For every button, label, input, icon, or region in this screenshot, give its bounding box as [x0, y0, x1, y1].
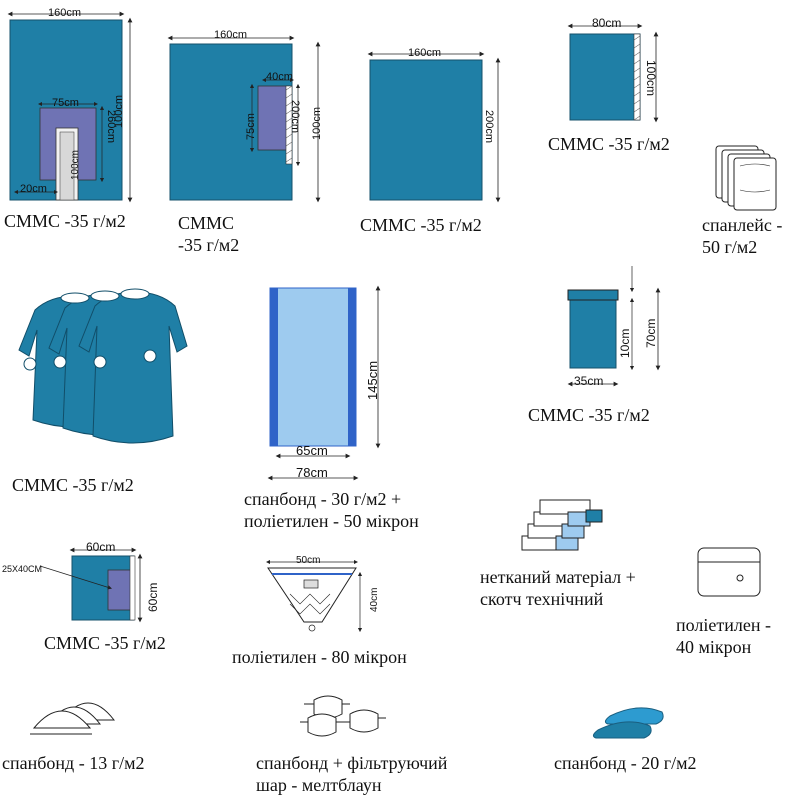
drape-1-patch-width-label: 75cm [52, 97, 79, 109]
drape-4-height-label: 100cm [644, 60, 658, 97]
bag-outer-width-label: 78cm [296, 465, 328, 480]
drape-3-caption: СММС -35 г/м2 [360, 215, 482, 235]
shoe-covers-illustration [592, 707, 664, 739]
drape-2-height-label: 200cm [289, 100, 301, 134]
pouch-height-label: 40cm [369, 587, 380, 612]
small-drape-height-label: 60cm [146, 582, 160, 612]
bag-height-label: 145cm [365, 360, 380, 400]
bag-caption-line-2: поліетилен - 50 мікрон [244, 511, 419, 531]
caps-illustration [30, 702, 116, 735]
drape-4-width-label: 80cm [592, 16, 622, 30]
cover-40-caption-line-1: поліетилен - [676, 615, 771, 635]
gowns-caption: СММС -35 г/м2 [12, 475, 134, 495]
drape-3-height-label: 200cm [483, 110, 495, 144]
drape-2-caption-line-1: СММС [178, 213, 235, 233]
cover-40-caption-line-2: 40 мікрон [676, 637, 752, 657]
drape-1-caption: СММС -35 г/м2 [4, 211, 126, 231]
bag-illustration [267, 285, 381, 481]
bag-inner-width-label: 65cm [296, 443, 328, 458]
caps-caption: спанбонд - 13 г/м2 [2, 753, 145, 773]
drape-2-slot-width-label: 40cm [266, 71, 293, 83]
towels-caption-line-1: спанлейс - [702, 215, 783, 235]
small-drape-window-label: 25X40CM [2, 564, 43, 574]
drape-4-caption: СММС -35 г/м2 [548, 134, 670, 154]
drape-2-width-label: 160cm [214, 29, 248, 41]
cover-cuff-label: 10cm [618, 328, 632, 358]
drape-3-width-label: 160cm [408, 47, 442, 59]
masks-caption-line-2: шар - мелтблаун [256, 775, 382, 795]
tape-caption-line-1: нетканий матеріал + [480, 567, 636, 587]
small-drape-width-label: 60cm [86, 540, 116, 554]
small-drape-caption: СММС -35 г/м2 [44, 633, 166, 653]
drape-3-illustration [367, 51, 501, 203]
cover-caption: СММС -35 г/м2 [528, 405, 650, 425]
cover-height-label: 70cm [644, 318, 658, 348]
masks-illustration [300, 695, 386, 737]
tape-caption-line-2: скотч технічний [480, 589, 604, 609]
small-drape-illustration [39, 547, 143, 623]
drape-1-slit-label: 100cm [70, 149, 81, 180]
pouch-caption: поліетилен - 80 мікрон [232, 647, 407, 667]
bag-caption-line-1: спанбонд - 30 г/м2 + [244, 489, 402, 509]
drape-2-patch-height-label: 75cm [245, 113, 257, 140]
drape-4-illustration [567, 23, 659, 123]
drape-1-offset-label: 20cm [20, 183, 47, 195]
towels-caption-line-2: 50 г/м2 [702, 237, 758, 257]
cover-width-label: 35cm [574, 374, 604, 388]
cover-40-illustration [697, 547, 761, 597]
shoe-covers-caption: спанбонд - 20 г/м2 [554, 753, 697, 773]
towels-illustration [715, 145, 777, 211]
drape-1-width-label: 160cm [48, 7, 82, 19]
drape-2-illustration [167, 35, 321, 203]
drape-1-patch-height-label: 100cm [113, 94, 125, 128]
drape-2-slot-height-label: 100cm [311, 106, 323, 140]
drape-1-illustration [7, 11, 133, 203]
masks-caption-line-1: спанбонд + фільтруючий [256, 753, 448, 773]
pouch-illustration [265, 559, 363, 633]
gowns-illustration [18, 288, 188, 444]
drape-2-caption-line-2: -35 г/м2 [178, 235, 240, 255]
tape-illustration [521, 499, 603, 551]
cover-illustration [567, 266, 661, 387]
pouch-width-label: 50cm [296, 555, 321, 566]
